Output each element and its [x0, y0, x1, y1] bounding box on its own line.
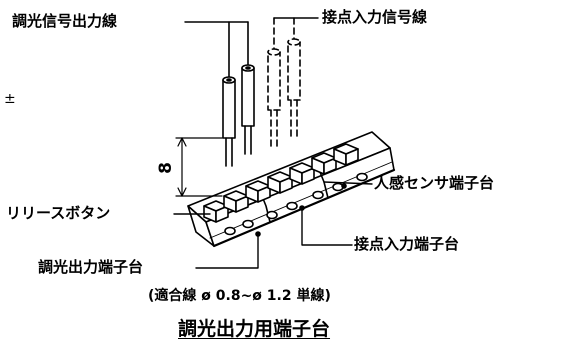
human-sensor-terminal-label: 人感センサ端子台 — [374, 174, 495, 192]
dimension-label: 8 — [155, 162, 176, 174]
wire-holes — [224, 172, 368, 236]
button-cube — [333, 143, 359, 166]
contact-input-wires — [267, 17, 301, 151]
leader-lines — [173, 17, 373, 269]
button-cube — [267, 171, 293, 194]
wire-spec-note: (適合線 ø 0.8~ø 1.2 単線) — [148, 288, 331, 304]
small-mark: ± — [4, 91, 16, 107]
dimming-signal-wires — [222, 21, 255, 167]
dimension-marker — [175, 137, 223, 197]
button-cube — [311, 152, 337, 175]
release-button-label: リリースボタン — [6, 204, 111, 222]
button-cube — [223, 190, 249, 213]
release-buttons — [203, 143, 359, 223]
button-cube — [245, 180, 271, 203]
contact-input-signal-wire-label: 接点入力信号線 — [322, 8, 428, 26]
dimming-signal-wire-label: 調光信号出力線 — [12, 12, 118, 30]
diagram-title: 調光出力用端子台 — [178, 318, 331, 340]
dimming-output-terminal-label: 調光出力端子台 — [38, 258, 144, 276]
contact-input-terminal-label: 接点入力端子台 — [354, 235, 460, 253]
button-cube — [289, 162, 315, 185]
